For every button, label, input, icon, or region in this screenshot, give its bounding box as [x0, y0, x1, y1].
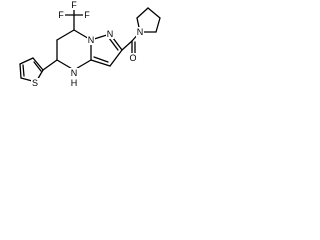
label-bg-f-top — [70, 0, 78, 10]
bond-c2-c3 — [109, 49, 123, 67]
bond-t4-t3 — [19, 57, 34, 65]
atom-n-pyrazole-top: N — [107, 29, 114, 39]
bond-ca-cb — [136, 7, 149, 19]
atom-n-pyrrolidine: N — [137, 27, 144, 37]
bond-cc-cd — [155, 17, 161, 33]
label-bg-f-left — [57, 10, 65, 20]
pyrimidine-ring — [56, 29, 92, 71]
bond-c2-carbonyl — [121, 40, 133, 51]
atom-nh: N — [71, 68, 78, 78]
bond-c3-c8a — [90, 59, 111, 67]
bond-c5-thiophene — [42, 59, 58, 71]
atom-f-top: F — [71, 0, 77, 10]
atom-h: H — [71, 78, 78, 88]
bond-c3-c8a-double — [93, 56, 109, 63]
atom-s: S — [32, 78, 38, 88]
bond-t5-t4 — [19, 63, 22, 79]
label-bg-s — [31, 78, 40, 88]
bond-t3-t2-double — [33, 61, 42, 72]
label-bg-f-right — [83, 10, 91, 20]
molecule-drawing: F F F N N N O N H S — [19, 0, 161, 89]
label-bg-nh — [69, 68, 79, 89]
structure-diagram: F F F N N N O N H S — [0, 0, 169, 111]
bond-t3-t2 — [32, 57, 44, 71]
trifluoromethyl-group — [63, 7, 85, 31]
label-bg-o — [129, 53, 138, 63]
atom-o: O — [129, 53, 136, 63]
label-bg-n-pyrrolidine — [136, 27, 144, 37]
label-bg-n-pyrazole-top — [106, 29, 114, 39]
bond-t5-t4-double — [22, 64, 25, 77]
bond-cb-cc — [147, 7, 161, 19]
atom-f-right: F — [84, 10, 90, 20]
label-bg-n-pyrazole — [87, 35, 95, 45]
bond-n2-c2-double — [108, 37, 119, 51]
atom-f-left: F — [58, 10, 64, 20]
bond-c6-c7 — [56, 29, 75, 41]
atom-n-pyrazole: N — [88, 35, 95, 45]
